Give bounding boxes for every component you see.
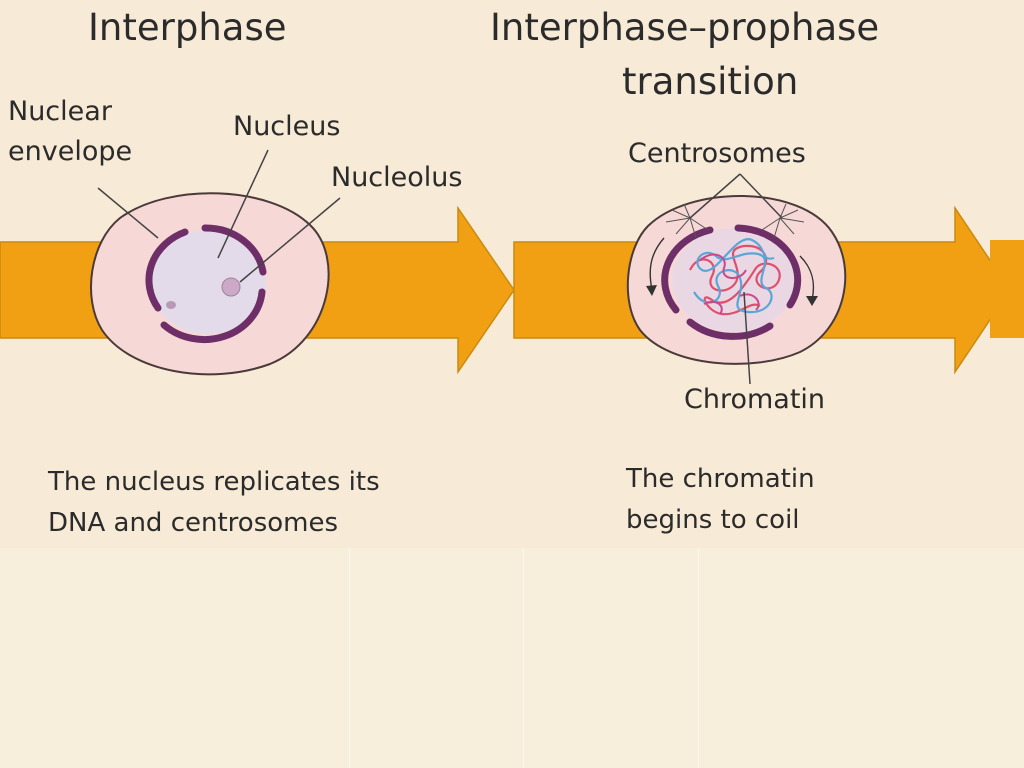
label-nucleus: Nucleus [233,111,340,142]
nucleus [150,230,266,334]
heading-transition-line1: Interphase–prophase [490,6,879,49]
nucleolus [221,277,241,297]
process-arrow-3-stub [990,240,1024,338]
label-nuclear-envelope-line2: envelope [8,136,132,167]
heading-transition-line2: transition [622,60,798,103]
leader-line-chromatin [743,291,751,385]
centrosome-aster-left [665,203,709,239]
migration-arrow [649,237,665,291]
label-chromatin: Chromatin [684,384,825,415]
leader-line-centrosome-left [689,173,741,219]
arrowhead [646,285,657,296]
chromatin-strand [699,253,760,315]
centrosome-aster-right [761,203,805,239]
leader-line-centrosome-right [739,173,783,219]
centrosome [166,301,176,309]
nuclear-envelope [201,224,267,276]
nuclear-envelope [145,228,189,312]
nuclear-envelope [160,288,266,344]
table-divider [523,548,524,768]
transition-cell [626,195,847,365]
leader-line-nuclear-envelope [97,187,159,239]
cell-cycle-diagram: Interphase Interphase–prophase transitio… [0,6,1024,538]
caption-transition-line2: begins to coil [626,505,800,535]
label-nucleolus: Nucleolus [331,162,462,193]
table-divider [698,548,699,768]
caption-interphase-line2: DNA and centrosomes [48,508,338,538]
nuclear-envelope [734,224,802,309]
table-divider [349,548,350,768]
migration-arrow [799,255,815,301]
label-centrosomes: Centrosomes [628,138,806,169]
leader-line-nucleus [217,149,269,259]
caption-interphase-line1: The nucleus replicates its [47,467,380,497]
empty-table-area [0,548,1024,768]
nuclear-envelope [661,226,714,314]
caption-transition-line1: The chromatin [625,464,815,494]
interphase-cell [90,192,330,376]
leader-line-nucleolus [239,197,341,283]
chromatin-strand [693,238,775,314]
label-nuclear-envelope-line1: Nuclear [8,96,113,127]
arrowhead [806,296,818,306]
heading-interphase: Interphase [88,6,287,49]
nuclear-envelope [686,318,774,340]
